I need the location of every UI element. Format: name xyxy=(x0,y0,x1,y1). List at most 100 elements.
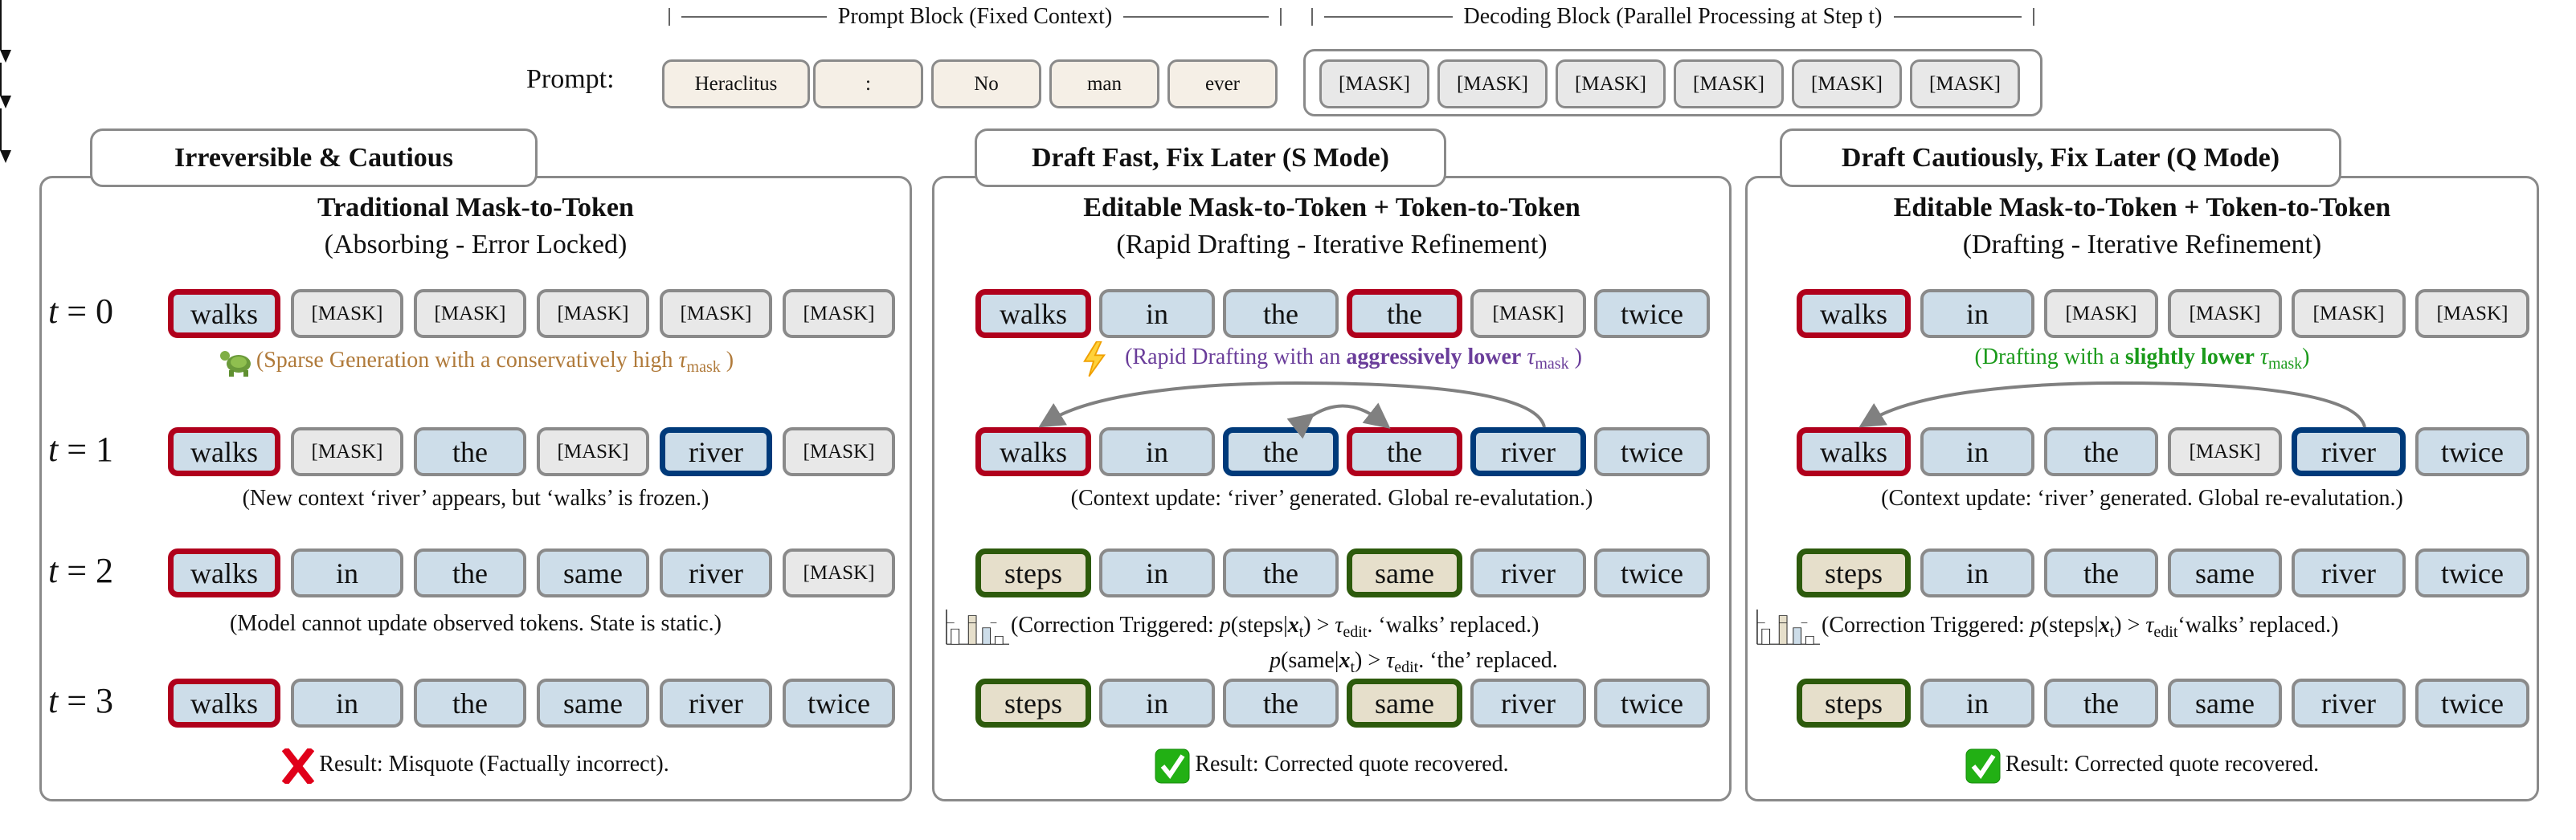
caption-text: . ‘the’ replaced. xyxy=(1418,648,1558,673)
token-green: steps xyxy=(975,548,1091,597)
bracket-line xyxy=(1893,16,2022,18)
token-plain: in xyxy=(1920,289,2034,338)
caption-text: (same| xyxy=(1281,648,1339,673)
caption-text: t xyxy=(1298,623,1304,641)
token-plain: same xyxy=(537,548,649,597)
caption-text: edit xyxy=(2153,623,2178,641)
panel-title: Traditional Mask-to-Token xyxy=(317,193,634,222)
token-plain: twice xyxy=(2415,427,2529,476)
token-red: walks xyxy=(168,427,280,476)
caption-text: p xyxy=(2030,613,2042,638)
caption-text: ) > xyxy=(2114,613,2146,638)
caption-text: t xyxy=(2109,623,2115,641)
caption-text: ) xyxy=(720,348,734,373)
caption-text: τ xyxy=(1386,648,1395,673)
red-x-icon xyxy=(282,748,315,784)
token-red: the xyxy=(1347,427,1462,476)
token-plain: in xyxy=(1920,548,2034,597)
token-plain: twice xyxy=(2415,679,2529,728)
token-plain: river xyxy=(2292,548,2406,597)
panel-title: Editable Mask-to-Token + Token-to-Token xyxy=(1893,193,2391,222)
decoding-mask-token: [MASK] xyxy=(1556,59,1666,108)
caption-text: (steps| xyxy=(1230,613,1288,638)
token-green: same xyxy=(1347,679,1462,728)
caption-text: (steps| xyxy=(2041,613,2099,638)
token-plain: river xyxy=(2292,679,2406,728)
token-plain: in xyxy=(291,679,403,728)
decoding-mask-token: [MASK] xyxy=(1674,59,1784,108)
caption-text: (Context update: ‘river’ generated. Glob… xyxy=(1881,486,2403,511)
caption-text: (Context update: ‘river’ generated. Glob… xyxy=(1070,486,1593,511)
caption: (Model cannot update observed tokens. St… xyxy=(39,610,912,638)
token-mask: [MASK] xyxy=(2044,289,2158,338)
token-mask: [MASK] xyxy=(2168,427,2282,476)
token-blue: the xyxy=(1223,427,1339,476)
token-plain: in xyxy=(1099,289,1215,338)
caption-text: (Correction Triggered: xyxy=(1822,613,2030,638)
token-plain: the xyxy=(414,427,526,476)
caption-text: p xyxy=(1219,613,1231,638)
caption-text: mask xyxy=(2267,355,2303,373)
token-red: walks xyxy=(168,679,280,728)
token-plain: twice xyxy=(1594,289,1710,338)
caption-text: . ‘walks’ replaced.) xyxy=(1367,613,1539,638)
bar-chart-icon xyxy=(946,609,1009,645)
panel-subtitle: (Rapid Drafting - Iterative Refinement) xyxy=(1116,230,1548,259)
decoding-mask-token: [MASK] xyxy=(1910,59,2020,108)
caption-text: slightly lower xyxy=(2124,345,2255,369)
caption: (Correction Triggered: p(steps|xt) > τed… xyxy=(1756,609,2338,645)
token-blue: river xyxy=(1470,427,1586,476)
panel-subtitle: (Absorbing - Error Locked) xyxy=(324,230,628,259)
token-mask: [MASK] xyxy=(2168,289,2282,338)
token-plain: twice xyxy=(1594,679,1710,728)
token-green: same xyxy=(1347,548,1462,597)
caption-text: τ xyxy=(1335,613,1343,638)
decoding-block-container xyxy=(1303,49,2042,116)
result-line: Result: Corrected quote recovered. xyxy=(932,748,1732,784)
result-line: Result: Corrected quote recovered. xyxy=(1745,748,2539,784)
bracket-end xyxy=(1280,8,1282,26)
caption-text: τ xyxy=(2259,345,2268,369)
token-green: steps xyxy=(975,679,1091,728)
decoding-block-label: Decoding Block (Parallel Processing at S… xyxy=(1463,4,1883,29)
caption-text: x xyxy=(2098,613,2110,638)
token-plain: river xyxy=(660,548,772,597)
time-step-label: t = 1 xyxy=(48,430,114,469)
token-plain: the xyxy=(1223,289,1339,338)
caption-text: t xyxy=(1350,659,1355,676)
prompt-token: ever xyxy=(1167,59,1278,108)
token-plain: river xyxy=(660,679,772,728)
token-red: walks xyxy=(1797,427,1911,476)
bar-chart-icon xyxy=(1756,609,1820,645)
lightning-icon xyxy=(1083,340,1106,377)
caption-text: x xyxy=(1287,613,1299,638)
token-mask: [MASK] xyxy=(414,289,526,338)
token-mask: [MASK] xyxy=(291,427,403,476)
prompt-token: No xyxy=(931,59,1041,108)
prompt-token: man xyxy=(1049,59,1159,108)
time-step-label: t = 0 xyxy=(48,292,114,331)
token-plain: river xyxy=(1470,679,1586,728)
token-mask: [MASK] xyxy=(1470,289,1586,338)
down-arrow-head xyxy=(0,96,11,108)
decoding-mask-token: [MASK] xyxy=(1792,59,1902,108)
down-arrow-line xyxy=(0,63,2,96)
down-arrow-line xyxy=(0,108,2,150)
decoding-mask-token: [MASK] xyxy=(1437,59,1548,108)
result-text: Result: Corrected quote recovered. xyxy=(2005,752,2320,777)
token-plain: twice xyxy=(1594,548,1710,597)
caption-text: τ xyxy=(678,348,687,373)
caption-text: (Model cannot update observed tokens. St… xyxy=(230,611,722,636)
token-mask: [MASK] xyxy=(2415,289,2529,338)
prompt-token: : xyxy=(813,59,923,108)
token-green: steps xyxy=(1797,679,1911,728)
token-plain: in xyxy=(1920,679,2034,728)
token-plain: same xyxy=(537,679,649,728)
token-plain: the xyxy=(1223,679,1339,728)
decoding-block-bracket: Decoding Block (Parallel Processing at S… xyxy=(1311,3,2034,31)
bracket-line xyxy=(681,16,827,18)
bracket-line xyxy=(1324,16,1453,18)
token-plain: in xyxy=(1099,679,1215,728)
token-plain: in xyxy=(1099,427,1215,476)
down-arrow-head xyxy=(0,50,11,63)
